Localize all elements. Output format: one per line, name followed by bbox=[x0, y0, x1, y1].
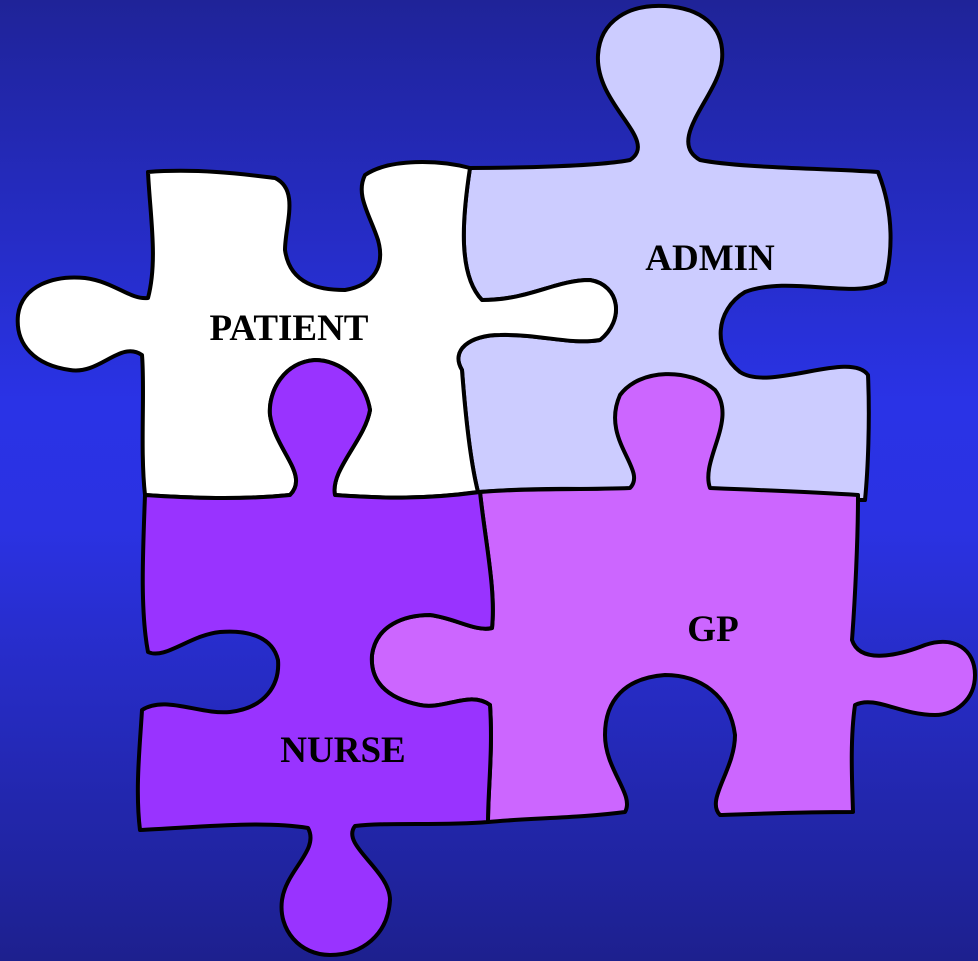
nurse-piece bbox=[135, 358, 495, 957]
admin-label: ADMIN bbox=[645, 238, 775, 279]
patient-label: PATIENT bbox=[210, 308, 369, 349]
nurse-label: NURSE bbox=[280, 730, 405, 771]
gp-label: GP bbox=[687, 609, 738, 650]
